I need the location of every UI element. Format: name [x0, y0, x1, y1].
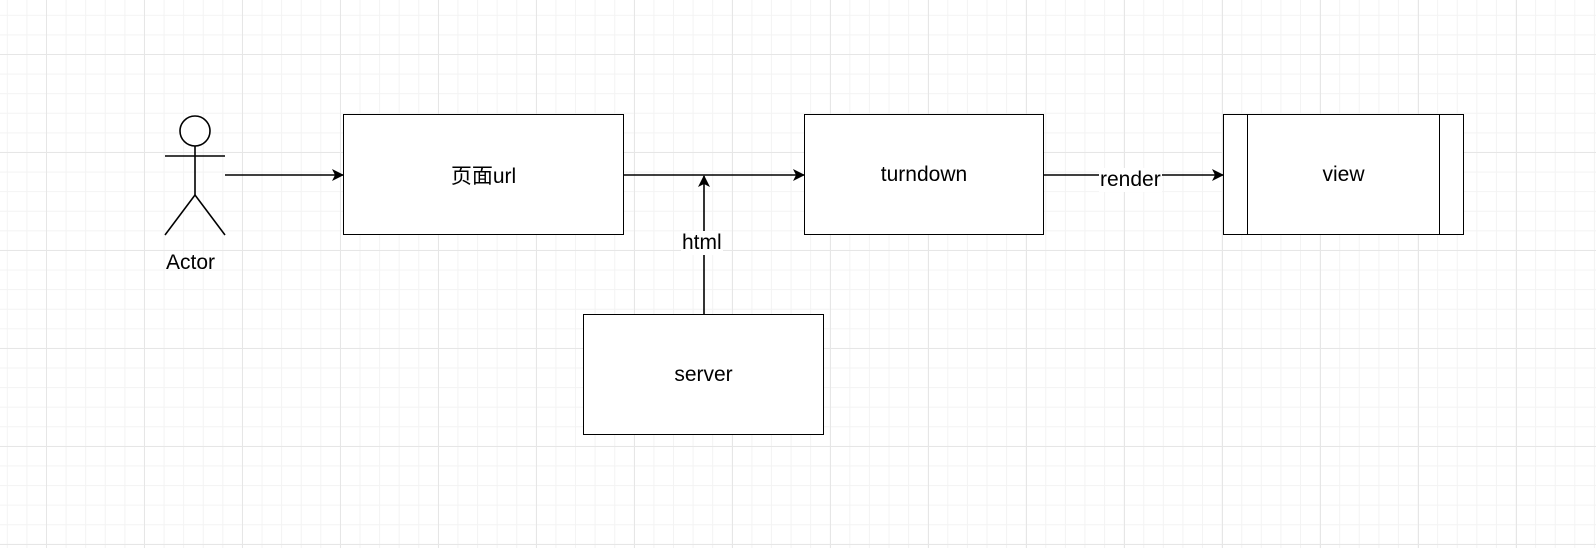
edge-label-render: render	[1099, 168, 1162, 192]
node-page-url-label: 页面url	[450, 164, 517, 188]
node-view[interactable]: view	[1223, 114, 1464, 235]
node-server-label: server	[674, 362, 733, 386]
node-turndown[interactable]: turndown	[804, 114, 1044, 235]
node-turndown-label: turndown	[880, 162, 968, 186]
view-right-bar	[1439, 115, 1440, 234]
node-view-label: view	[1322, 162, 1365, 186]
view-left-bar	[1247, 115, 1248, 234]
actor-figure[interactable]	[164, 115, 226, 236]
node-page-url[interactable]: 页面url	[343, 114, 624, 235]
actor-label: Actor	[166, 251, 216, 274]
edge-label-html: html	[681, 231, 723, 255]
node-server[interactable]: server	[583, 314, 824, 435]
